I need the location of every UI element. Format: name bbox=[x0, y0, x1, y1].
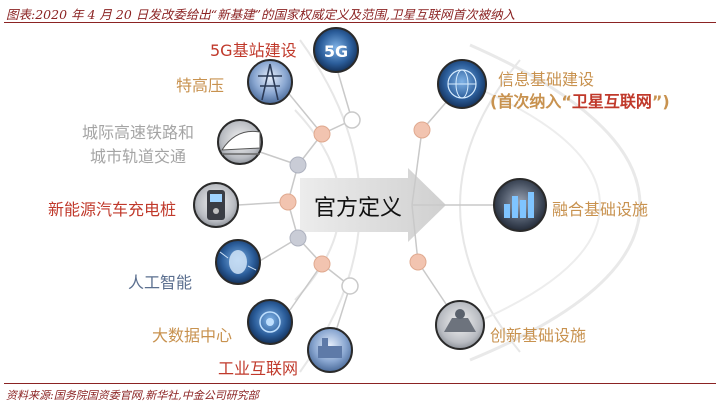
label-uhv: 特高压 bbox=[176, 76, 225, 95]
node bbox=[289, 156, 307, 174]
note-suffix: ”) bbox=[651, 92, 670, 111]
footer-rule bbox=[4, 383, 716, 384]
node bbox=[313, 255, 331, 273]
ai-face-icon bbox=[215, 239, 261, 285]
label-rail-line2: 城市轨道交通 bbox=[90, 147, 187, 166]
node bbox=[341, 277, 359, 295]
title-rule bbox=[4, 22, 716, 23]
city-network-icon bbox=[493, 178, 547, 232]
charger-icon bbox=[193, 182, 239, 228]
label-rail-line1: 城际高速铁路和 bbox=[82, 123, 195, 142]
label-5g: 5G基站建设 bbox=[210, 41, 297, 60]
note-prefix: (首次纳入“ bbox=[490, 92, 572, 111]
right-arc-big bbox=[469, 43, 642, 362]
node bbox=[413, 121, 431, 139]
5g-icon: 5G bbox=[313, 27, 359, 73]
train-icon bbox=[217, 119, 263, 165]
power-tower-icon bbox=[247, 59, 293, 105]
5g-icon-text: 5G bbox=[324, 42, 348, 61]
label-ev-charger: 新能源汽车充电桩 bbox=[48, 200, 177, 219]
center-definition: 官方定义 bbox=[314, 196, 403, 221]
node bbox=[409, 253, 427, 271]
node bbox=[313, 125, 331, 143]
label-info-infra: 信息基础建设 bbox=[498, 70, 595, 89]
center-arrow-shape bbox=[300, 168, 446, 242]
label-innovation-infra: 创新基础设施 bbox=[490, 326, 587, 345]
note-satellite-internet: 卫星互联网 bbox=[571, 92, 652, 111]
node bbox=[289, 229, 307, 247]
label-ai: 人工智能 bbox=[128, 273, 193, 292]
research-facility-icon bbox=[435, 300, 485, 350]
globe-network-icon bbox=[437, 59, 487, 109]
industrial-icon bbox=[307, 327, 353, 373]
figure-title: 图表:2020 年 4 月 20 日发改委给出“新基建”的国家权威定义及范围,卫… bbox=[6, 7, 516, 22]
source-note: 资料来源:国务院国资委官网,新华社,中金公司研究部 bbox=[6, 389, 259, 402]
node bbox=[279, 193, 297, 211]
label-data-center: 大数据中心 bbox=[152, 326, 233, 345]
node bbox=[343, 111, 361, 129]
data-center-icon bbox=[247, 299, 293, 345]
label-industrial-internet: 工业互联网 bbox=[218, 359, 299, 378]
right-arc-mid bbox=[469, 84, 602, 326]
label-fusion-infra: 融合基础设施 bbox=[552, 200, 649, 219]
label-info-infra-note: (首次纳入“卫星互联网”) bbox=[490, 88, 670, 112]
